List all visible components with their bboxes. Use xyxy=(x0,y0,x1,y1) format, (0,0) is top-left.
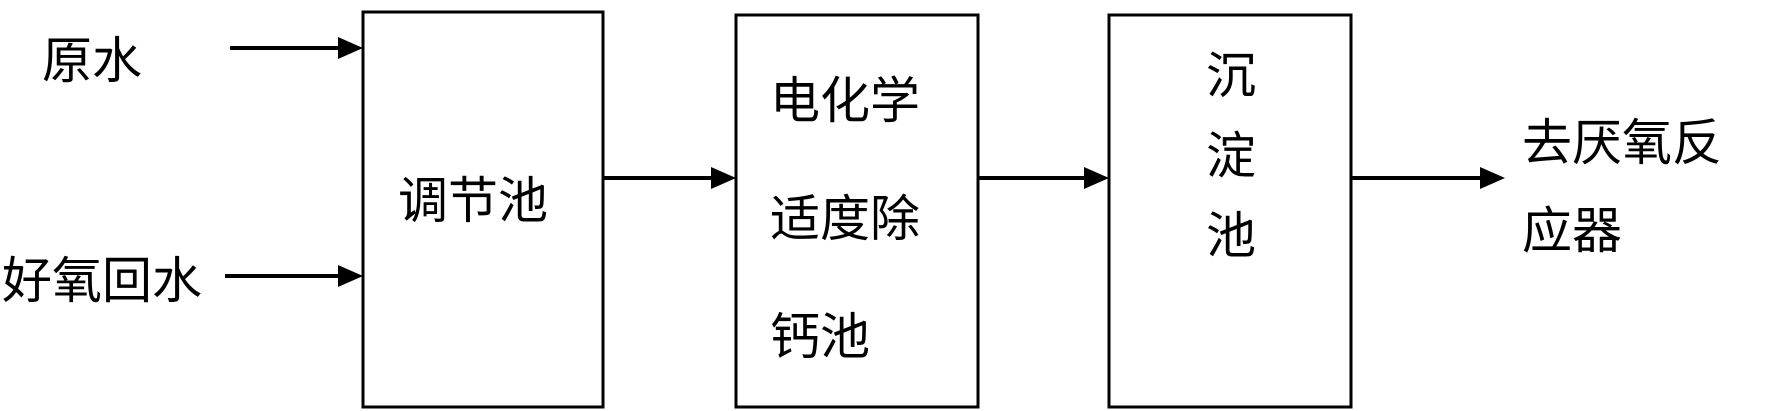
raw-water-arrow xyxy=(230,37,363,59)
aerobic-return-label: 好氧回水 xyxy=(2,252,202,310)
regulating-to-electrochemical-arrow xyxy=(603,167,736,189)
electrochemical-tank-box xyxy=(734,13,980,409)
sedimentation-tank-label-line2: 淀 xyxy=(1206,127,1256,185)
sedimentation-tank-box xyxy=(1107,13,1353,409)
electrochemical-to-sedimentation-arrow xyxy=(978,167,1109,189)
sedimentation-tank-label-line1: 沉 xyxy=(1206,47,1256,105)
regulating-tank-label: 调节池 xyxy=(398,172,548,230)
raw-water-label: 原水 xyxy=(42,32,142,90)
output-label-line2: 应器 xyxy=(1522,202,1622,260)
output-label-line1: 去厌氧反 xyxy=(1522,114,1722,172)
sedimentation-tank-label-line3: 池 xyxy=(1206,207,1256,265)
aerobic-return-arrow xyxy=(225,265,363,287)
electrochemical-tank-label-line1: 电化学 xyxy=(770,72,920,130)
regulating-tank-box xyxy=(361,10,605,409)
electrochemical-tank-label-line2: 适度除 xyxy=(770,190,920,248)
electrochemical-tank-label-line3: 钙池 xyxy=(770,308,870,366)
sedimentation-to-output-arrow xyxy=(1351,167,1505,189)
